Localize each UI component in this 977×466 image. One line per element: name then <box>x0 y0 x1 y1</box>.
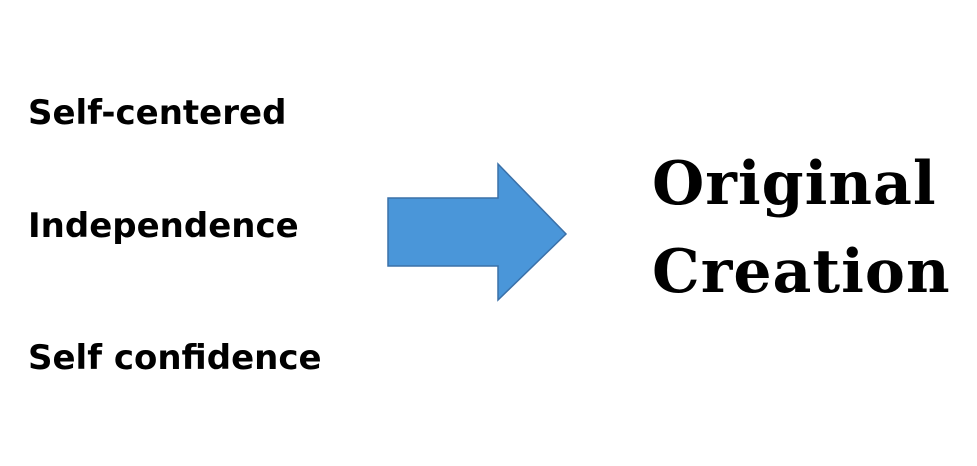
right-arrow-icon <box>387 162 568 302</box>
arrow-shape <box>387 162 568 302</box>
result-line-creation: Creation <box>652 237 951 307</box>
trait-independence: Independence <box>28 206 299 246</box>
result-line-original: Original <box>652 149 937 219</box>
trait-self-centered: Self-centered <box>28 93 287 133</box>
result-title: Original Creation <box>652 140 951 316</box>
trait-self-confidence: Self confidence <box>28 338 322 378</box>
